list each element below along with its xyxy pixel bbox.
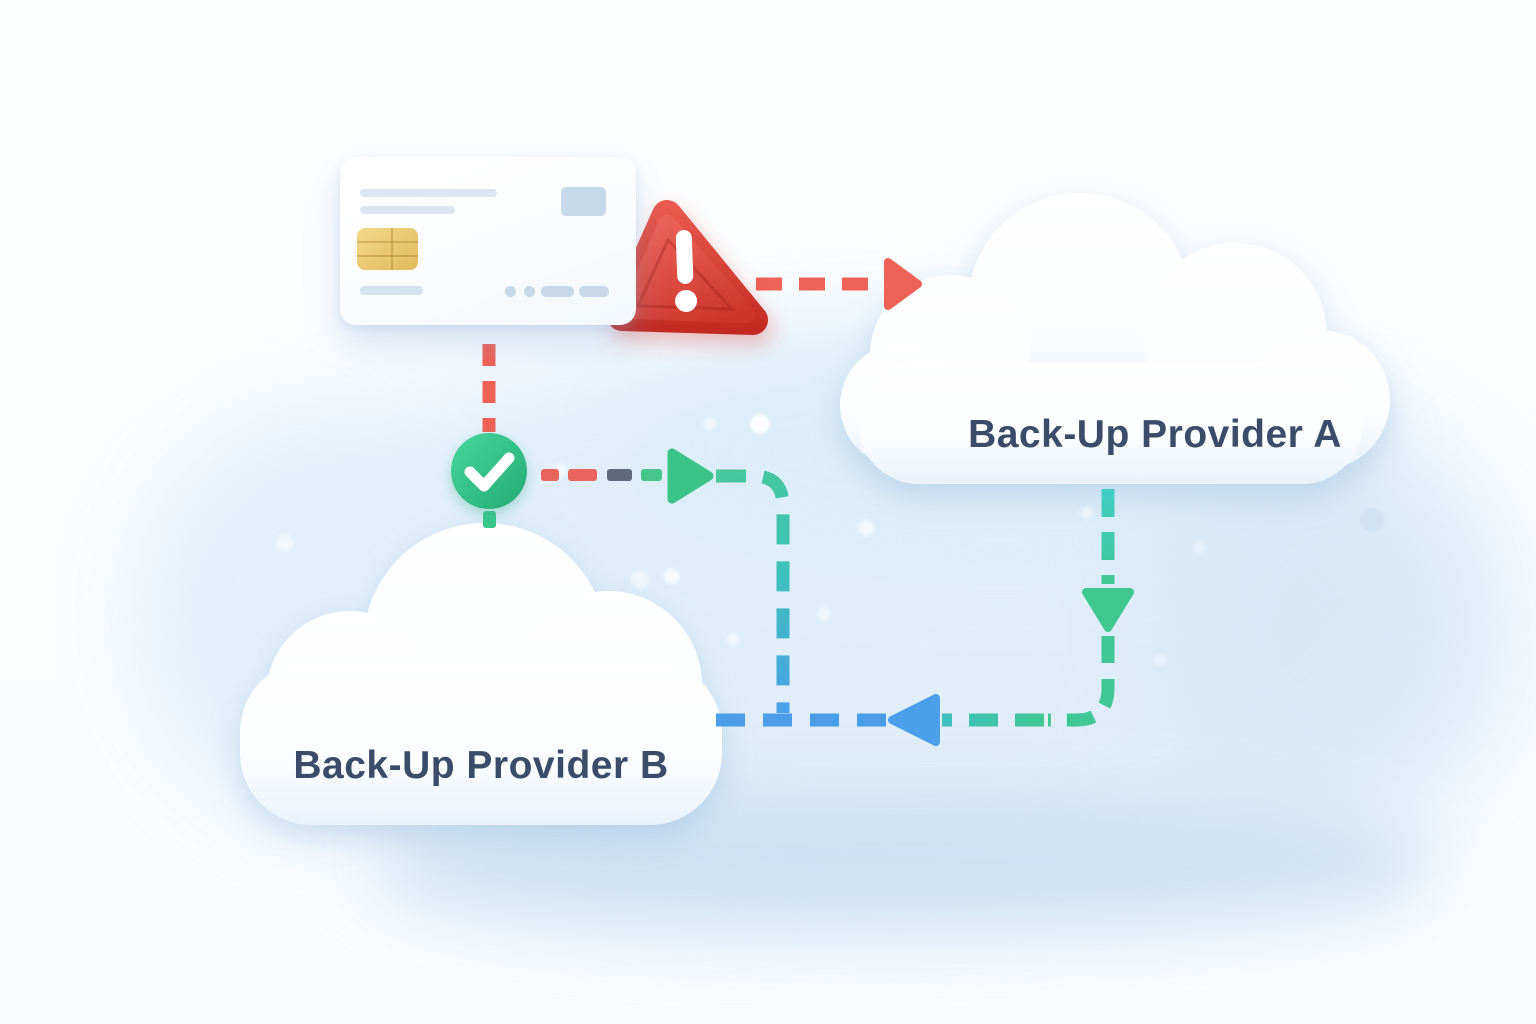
card-number-dot xyxy=(524,286,535,297)
card-number-dot xyxy=(505,286,516,297)
arrow-left-blue-icon xyxy=(888,694,940,746)
check-to-cloud-b-dash xyxy=(483,511,496,528)
bokeh-dot xyxy=(664,569,679,584)
bokeh-dot xyxy=(631,571,649,589)
provider-b-label: Back-Up Provider B xyxy=(293,744,669,787)
bokeh-dot xyxy=(277,535,293,551)
reroute-path-dashed-line xyxy=(716,469,790,713)
bokeh-dot xyxy=(1194,542,1205,553)
background-blob xyxy=(1150,430,1510,830)
check-circle-icon xyxy=(451,433,527,509)
bokeh-dot xyxy=(750,414,770,434)
arrow-down-green-icon xyxy=(1082,588,1134,632)
arrow-right-red-icon xyxy=(884,258,922,310)
card-text-line xyxy=(360,286,423,295)
bokeh-dot xyxy=(817,607,831,621)
reroute-transition-dashes xyxy=(541,469,662,481)
bokeh-dot xyxy=(1154,654,1166,666)
exclamation-mark xyxy=(675,229,698,312)
card-number-dash xyxy=(541,286,574,297)
arrow-right-green-icon xyxy=(667,448,714,504)
bokeh-dot xyxy=(858,520,874,536)
card-logo-plate xyxy=(561,187,606,216)
card-text-line xyxy=(360,206,455,214)
bokeh-dot xyxy=(934,446,946,458)
warning-triangle-icon xyxy=(607,200,768,335)
bokeh-dot xyxy=(704,418,716,430)
bokeh-dot xyxy=(727,633,739,645)
provider-a-elbow-dashed-line xyxy=(1048,636,1115,727)
card-text-line xyxy=(360,189,497,197)
background-circle xyxy=(1360,508,1384,532)
background-blob xyxy=(150,420,450,800)
bokeh-dot xyxy=(1080,506,1093,519)
card-chip xyxy=(357,228,418,270)
card-number-dash xyxy=(579,286,609,297)
background-blob xyxy=(380,792,1430,932)
credit-card-icon xyxy=(340,157,636,325)
provider-a-label: Back-Up Provider A xyxy=(968,413,1342,456)
bokeh-dot xyxy=(553,463,567,477)
